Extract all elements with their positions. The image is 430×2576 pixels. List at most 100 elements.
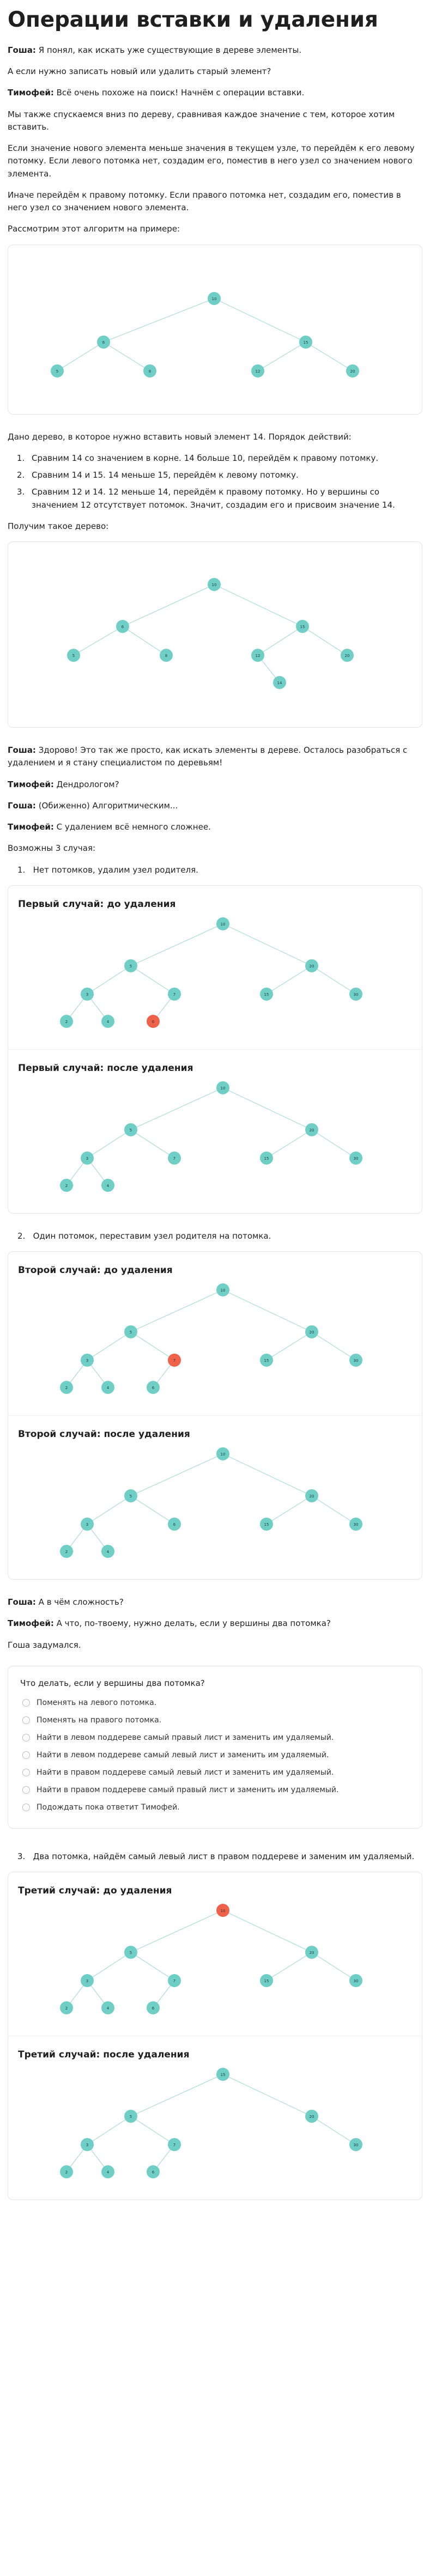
tree-node: 15 [216, 2068, 229, 2081]
paragraph: Гоша: (Обиженно) Алгоритмическим... [8, 800, 178, 811]
tree-node: 3 [81, 987, 94, 1001]
paragraph: Тимофей: А что, по-твоему, нужно делать,… [8, 1618, 331, 1629]
tree-node-highlighted: 7 [168, 1354, 181, 1367]
paragraph: Иначе перейдём к правому потомку. Если п… [8, 190, 401, 213]
svg-text:3: 3 [86, 992, 88, 997]
tree-node: 30 [349, 2138, 362, 2152]
tree-svg: 10 5 20 3 7 15 30 2 4 [60, 1081, 362, 1192]
svg-text:15: 15 [221, 2073, 226, 2077]
tree-node: 10 [216, 1447, 229, 1461]
radio-button[interactable] [22, 1751, 30, 1759]
svg-text:2: 2 [65, 2006, 68, 2011]
svg-text:10: 10 [221, 1288, 226, 1293]
quiz-option[interactable]: Найти в правом поддереве самый левый лис… [22, 1768, 410, 1777]
tree-node: 4 [101, 1178, 114, 1192]
quiz-option[interactable]: Найти в левом поддереве самый левый лист… [22, 1751, 410, 1759]
tree-node: 5 [124, 1489, 137, 1503]
tree-node: 15 [260, 1354, 273, 1367]
svg-text:10: 10 [221, 1452, 226, 1457]
tree-node: 10 [216, 1283, 229, 1297]
svg-text:7: 7 [173, 2143, 175, 2147]
quiz-option[interactable]: Поменять на левого потомка. [22, 1698, 410, 1707]
svg-text:6: 6 [152, 2170, 155, 2175]
paragraph: Возможны 3 случая: [8, 843, 96, 854]
svg-text:10: 10 [221, 1086, 226, 1091]
tree-node: 6 [116, 620, 129, 634]
svg-text:10: 10 [212, 583, 217, 587]
svg-text:5: 5 [130, 2115, 132, 2119]
tree-node: 12 [251, 649, 264, 662]
tree-node: 4 [101, 1014, 114, 1028]
svg-text:12: 12 [256, 654, 261, 658]
tree-node: 5 [67, 649, 80, 662]
tree-node: 6 [168, 1518, 181, 1531]
svg-text:20: 20 [310, 1494, 314, 1499]
tree-node: 7 [168, 2138, 181, 2152]
tree-node: 15 [260, 1974, 273, 1988]
svg-text:12: 12 [256, 369, 261, 374]
tree-node: 7 [168, 1151, 181, 1165]
case-3-after: Третий случай: после удаления 15 5 20 3 … [8, 2036, 422, 2200]
radio-button[interactable] [22, 1699, 30, 1707]
svg-text:15: 15 [264, 1979, 269, 1983]
diagram-title: Первый случай: после удаления [18, 1062, 193, 1074]
tree-node: 6 [147, 2165, 160, 2179]
tree-node: 10 [208, 291, 221, 305]
svg-text:15: 15 [264, 992, 269, 997]
tree-node: 5 [51, 364, 64, 377]
tree-node: 5 [124, 1325, 137, 1339]
tree-node: 3 [81, 2138, 94, 2152]
tree-node-highlighted: 10 [216, 1904, 229, 1917]
tree-node: 2 [60, 1545, 73, 1558]
case-2-text: 2. Один потомок, переставим узел родител… [17, 1231, 271, 1241]
svg-text:7: 7 [173, 1156, 175, 1161]
case-1-text: 1. Нет потомков, удалим узел родителя. [17, 864, 198, 875]
svg-text:2: 2 [65, 2170, 68, 2175]
tree-node: 2 [60, 1014, 73, 1028]
tree-node: 5 [124, 959, 137, 972]
quiz-option[interactable]: Найти в правом поддереве самый правый ли… [22, 1786, 410, 1794]
tree-node: 20 [346, 364, 359, 377]
radio-button[interactable] [22, 1734, 30, 1742]
svg-text:6: 6 [152, 2006, 155, 2011]
tree-node: 12 [251, 364, 264, 377]
svg-text:2: 2 [65, 1386, 68, 1390]
tree-node: 7 [168, 987, 181, 1001]
svg-text:20: 20 [310, 1330, 314, 1335]
insert-steps-list: Сравним 14 со значением в корне. 14 боль… [8, 452, 422, 511]
case-3-text: 3. Два потомка, найдём самый левый лист … [17, 1852, 415, 1862]
radio-button[interactable] [22, 1786, 30, 1794]
page-title: Операции вставки и удаления [8, 8, 378, 32]
svg-text:3: 3 [86, 1523, 88, 1527]
tree-node: 20 [305, 2110, 318, 2123]
quiz-question: Что делать, если у вершины два потомка? [20, 1678, 205, 1688]
tree-node: 10 [216, 917, 229, 930]
quiz-option[interactable]: Поменять на правого потомка. [22, 1716, 410, 1725]
svg-text:7: 7 [173, 1359, 175, 1363]
quiz-option[interactable]: Найти в левом поддереве самый правый лис… [22, 1733, 410, 1742]
diagram-title: Второй случай: до удаления [18, 1265, 173, 1276]
radio-button[interactable] [22, 1769, 30, 1777]
svg-text:20: 20 [310, 1951, 314, 1955]
tree-node: 4 [101, 1545, 114, 1558]
case-3-diagrams: Третий случай: до удаления 10 5 20 3 [8, 1872, 422, 2201]
svg-text:4: 4 [107, 1184, 110, 1188]
svg-text:20: 20 [310, 2115, 314, 2119]
svg-text:20: 20 [345, 654, 350, 658]
tree-node: 4 [101, 2001, 114, 2015]
tree-node: 20 [305, 1946, 318, 1959]
svg-text:4: 4 [107, 2006, 110, 2011]
case-3-before: Третий случай: до удаления 10 5 20 3 [8, 1872, 422, 2036]
svg-text:4: 4 [107, 1020, 110, 1024]
svg-text:4: 4 [107, 1550, 110, 1554]
svg-text:15: 15 [264, 1359, 269, 1363]
tree-node: 2 [60, 1381, 73, 1394]
tree-node-highlighted: 6 [147, 1014, 160, 1028]
tree-node: 10 [208, 578, 221, 592]
tree-node: 3 [81, 1518, 94, 1531]
radio-button[interactable] [22, 1804, 30, 1812]
radio-button[interactable] [22, 1716, 30, 1725]
quiz-option[interactable]: Подождать пока ответит Тимофей. [22, 1803, 410, 1812]
svg-text:3: 3 [86, 2143, 88, 2147]
diagram-title: Третий случай: до удаления [18, 1885, 172, 1897]
